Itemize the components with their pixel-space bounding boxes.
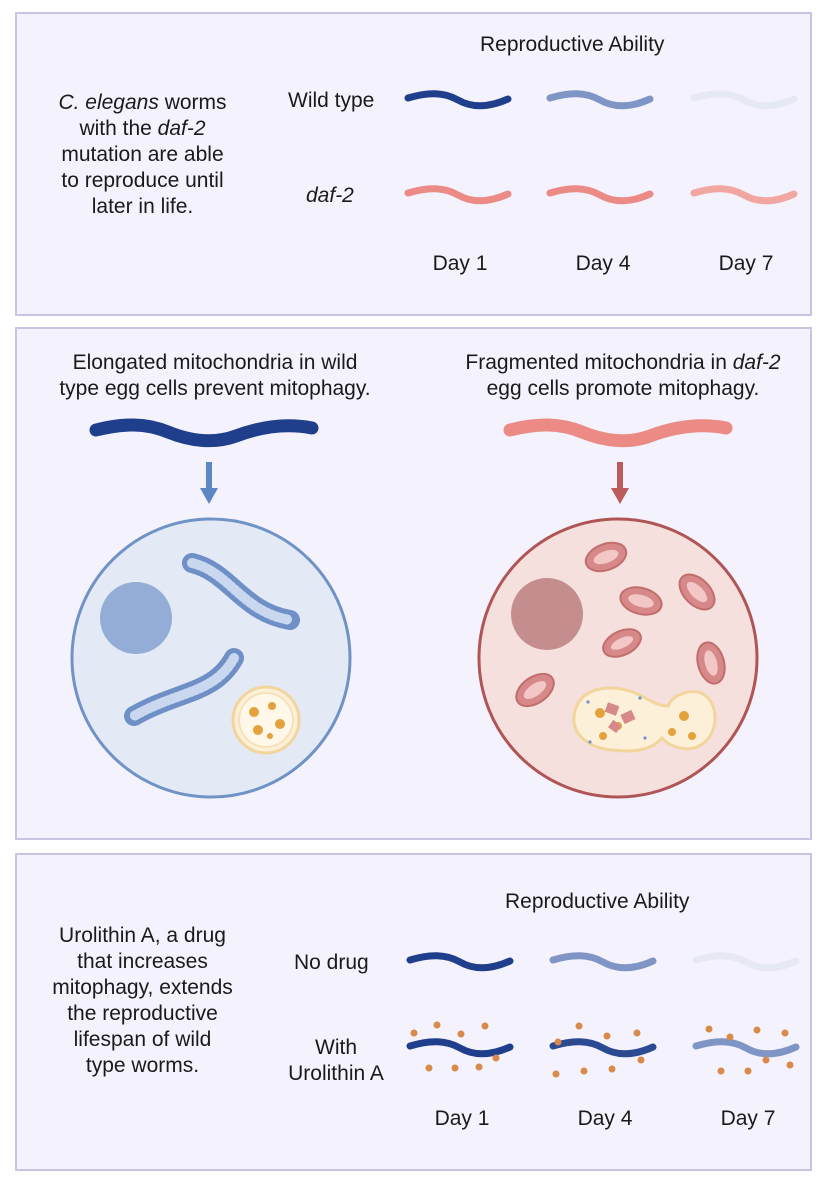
mitochondrion-icon [619,586,663,616]
row-label-daf2: daf-2 [306,184,354,207]
worm-icon [553,1042,653,1054]
mitochondrion-icon [515,672,555,708]
lysosome-icon [231,685,301,755]
description-line: type worms. [85,1054,200,1077]
day-label: Day 7 [718,252,774,275]
description-line: the reproductive [67,1002,218,1025]
egg-cell-icon [70,517,352,799]
day-label: Day 4 [577,1107,633,1130]
description-line: mitophagy, extends [52,976,233,999]
autophagosome-icon [572,686,717,753]
row-label-no-drug: No drug [294,951,369,974]
day-label: Day 1 [432,252,488,275]
mitochondrion-icon [602,628,642,658]
right-caption: Fragmented mitochondria in daf-2 egg cel… [433,350,813,402]
row-label-line: With [315,1036,357,1059]
bottom-panel [15,853,812,1171]
worm-icon [410,1042,510,1054]
description-line: later in life. [91,195,194,218]
nucleus-icon [511,578,583,650]
worm-icon [696,1042,796,1054]
description-line: C. elegans worms [58,91,227,114]
caption-line: type egg cells prevent mitophagy. [59,377,371,400]
worm-icon [410,956,510,968]
down-arrow-icon [611,462,629,504]
worm-icon [553,956,653,968]
day-label: Day 7 [720,1107,776,1130]
top-description: C. elegans worms with the daf-2 mutation… [30,90,255,220]
worm-icon [694,189,794,201]
worm-icon [408,94,508,106]
worm-icon [510,425,726,441]
left-caption: Elongated mitochondria in wild type egg … [35,350,395,402]
description-line: to reproduce until [61,169,224,192]
mitochondrion-icon [124,648,244,726]
caption-line: Fragmented mitochondria in daf-2 [465,351,781,374]
egg-cell-icon [477,517,759,799]
worm-icon [550,189,650,201]
mitochondrion-icon [182,553,300,630]
description-line: that increases [77,950,208,973]
description-line: mutation are able [61,143,224,166]
drug-dot-icon [410,1021,794,1078]
mitochondrion-icon [584,541,628,573]
down-arrow-icon [200,462,218,504]
mitochondrion-icon [678,573,716,611]
row-label-wild-type: Wild type [288,89,375,112]
bottom-description: Urolithin A, a drug that increases mitop… [30,923,255,1079]
nucleus-icon [100,582,172,654]
description-line: with the daf-2 [79,117,206,140]
worm-icon [408,189,508,201]
caption-line: egg cells promote mitophagy. [486,377,760,400]
bottom-heading: Reproductive Ability [505,890,690,913]
top-heading: Reproductive Ability [480,33,665,56]
top-panel [15,12,812,316]
row-label-with-drug: With Urolithin A [276,1035,396,1087]
worm-icon [96,425,312,441]
worm-icon [696,956,796,968]
description-line: Urolithin A, a drug [59,924,226,947]
description-line: lifespan of wild [73,1028,212,1051]
mitochondrion-icon [696,641,726,685]
day-label: Day 1 [434,1107,490,1130]
caption-line: Elongated mitochondria in wild [72,351,358,374]
row-label-line: Urolithin A [288,1062,384,1085]
day-label: Day 4 [575,252,631,275]
worm-icon [694,94,794,106]
worm-icon [550,94,650,106]
